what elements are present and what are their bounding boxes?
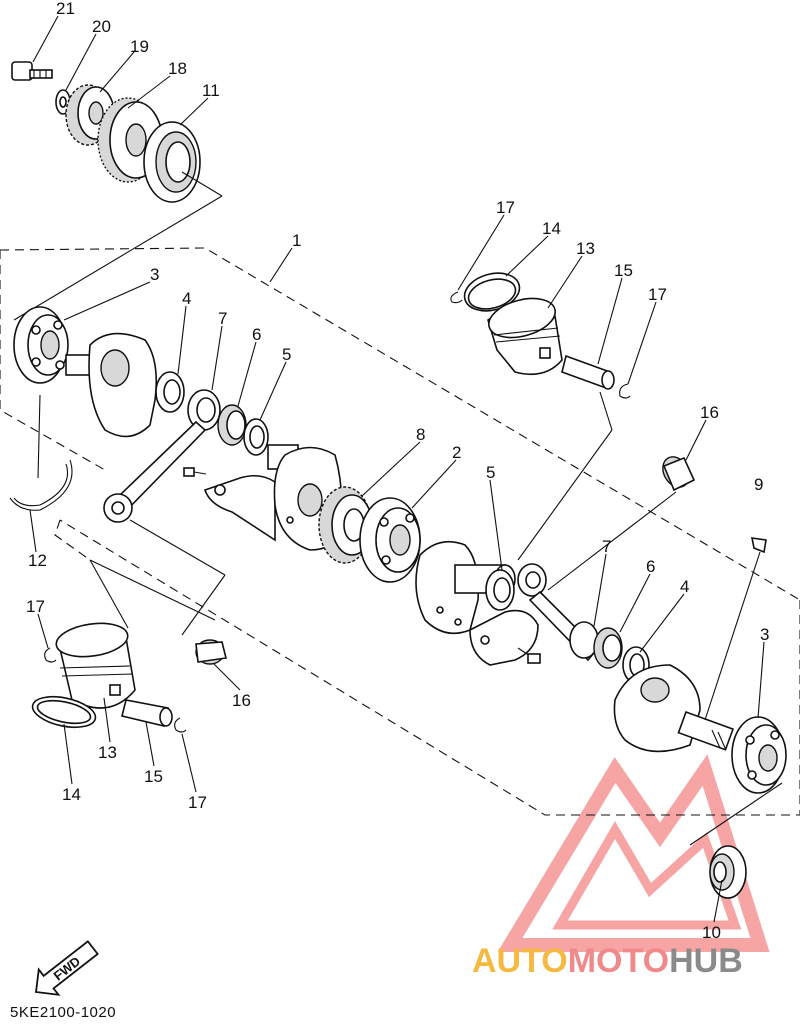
callout-6b: 6	[646, 557, 655, 576]
callout-17-lower-left: 17	[26, 597, 45, 616]
watermark-triangle-outer	[497, 754, 770, 952]
callout-10: 10	[702, 923, 721, 942]
washer-5-left	[243, 418, 269, 456]
bearing-3-right	[731, 716, 787, 794]
callout-8: 8	[416, 425, 425, 444]
callout-4b: 4	[680, 577, 689, 596]
circlip-17-lower-right	[174, 717, 187, 733]
connecting-rod-7-left	[103, 389, 221, 523]
bearing-3-left	[13, 306, 69, 384]
callout-11: 11	[202, 81, 220, 100]
crank-web-left	[65, 332, 158, 438]
watermark-text-auto: AUTO	[472, 942, 568, 980]
bearing-2	[359, 497, 421, 583]
circlip-12	[9, 459, 73, 511]
callout-15-upper: 15	[614, 261, 633, 280]
leader-lines	[29, 15, 765, 923]
needle-bearing-16-lower	[195, 639, 227, 665]
oil-seal-11	[143, 121, 201, 203]
crank-plate-left	[203, 474, 276, 542]
watermark-text-moto: MOTO	[568, 942, 669, 980]
callout-12: 12	[28, 551, 47, 570]
diagram-code: 5KE2100-1020	[10, 1004, 117, 1021]
piston-ring-14-upper	[463, 272, 521, 312]
piston-pin-15-upper	[561, 354, 615, 390]
needle-bearing-16-upper	[662, 456, 696, 492]
needle-bearing-6-left	[217, 404, 247, 446]
washer-4-left	[155, 371, 185, 413]
screw-left	[183, 467, 207, 477]
crank-plate-right	[469, 609, 539, 666]
callout-17-upper-left: 17	[496, 198, 515, 217]
oil-seal-10	[709, 845, 747, 899]
piston-13-lower	[55, 622, 136, 709]
callout-19: 19	[130, 37, 149, 56]
callout-4: 4	[182, 289, 191, 308]
callout-14-upper: 14	[542, 219, 561, 238]
watermark-text-hub: HUB	[669, 942, 743, 980]
callout-9: 9	[754, 475, 763, 494]
callout-13-lower: 13	[98, 743, 117, 762]
callout-3b: 3	[760, 625, 769, 644]
assembly-outline-dashed	[0, 247, 800, 816]
woodruff-key-9	[750, 537, 767, 554]
callout-16-lower: 16	[232, 691, 251, 710]
assembly-lower-dashed	[54, 519, 91, 561]
callout-7b: 7	[602, 537, 611, 556]
callout-20: 20	[92, 17, 111, 36]
callout-5: 5	[282, 345, 291, 364]
callout-13-upper: 13	[576, 239, 595, 258]
piston-pin-15-lower	[121, 699, 173, 727]
callout-16-upper: 16	[700, 403, 719, 422]
callout-15-lower: 15	[144, 767, 163, 786]
callout-14-lower: 14	[62, 785, 81, 804]
needle-bearing-6-right	[593, 627, 623, 669]
callouts: 21 20 19 18 11 1 3 4 7 6 5 8 2 5 17 14 1…	[26, 0, 769, 942]
crank-web-right	[613, 664, 735, 753]
callout-18: 18	[168, 59, 187, 78]
watermark-triangle-inner	[552, 821, 742, 930]
connecting-rod-7-right	[517, 563, 600, 662]
screw-right	[517, 647, 541, 664]
watermark-logo	[497, 754, 770, 952]
callout-21: 21	[56, 0, 75, 18]
bolt-21	[11, 61, 53, 81]
piston-13-upper	[487, 297, 563, 376]
callout-5b: 5	[486, 463, 495, 482]
callout-2: 2	[452, 443, 461, 462]
callout-3: 3	[150, 265, 159, 284]
circlip-17-upper-left	[450, 291, 463, 304]
callout-17-lower-right: 17	[188, 793, 207, 812]
washer-5-right	[485, 569, 515, 611]
oil-seal-8	[318, 486, 373, 564]
callout-6: 6	[252, 325, 261, 344]
callout-17-upper-right: 17	[648, 285, 667, 304]
circlip-17-lower-left	[44, 647, 57, 663]
circlip-17-upper-right	[619, 383, 631, 399]
watermark-text: AUTOMOTOHUB	[472, 942, 743, 980]
callout-7: 7	[218, 309, 227, 328]
callout-1: 1	[292, 231, 301, 250]
fwd-arrow-icon: FWD	[34, 940, 99, 996]
piston-ring-14-lower	[31, 695, 97, 729]
